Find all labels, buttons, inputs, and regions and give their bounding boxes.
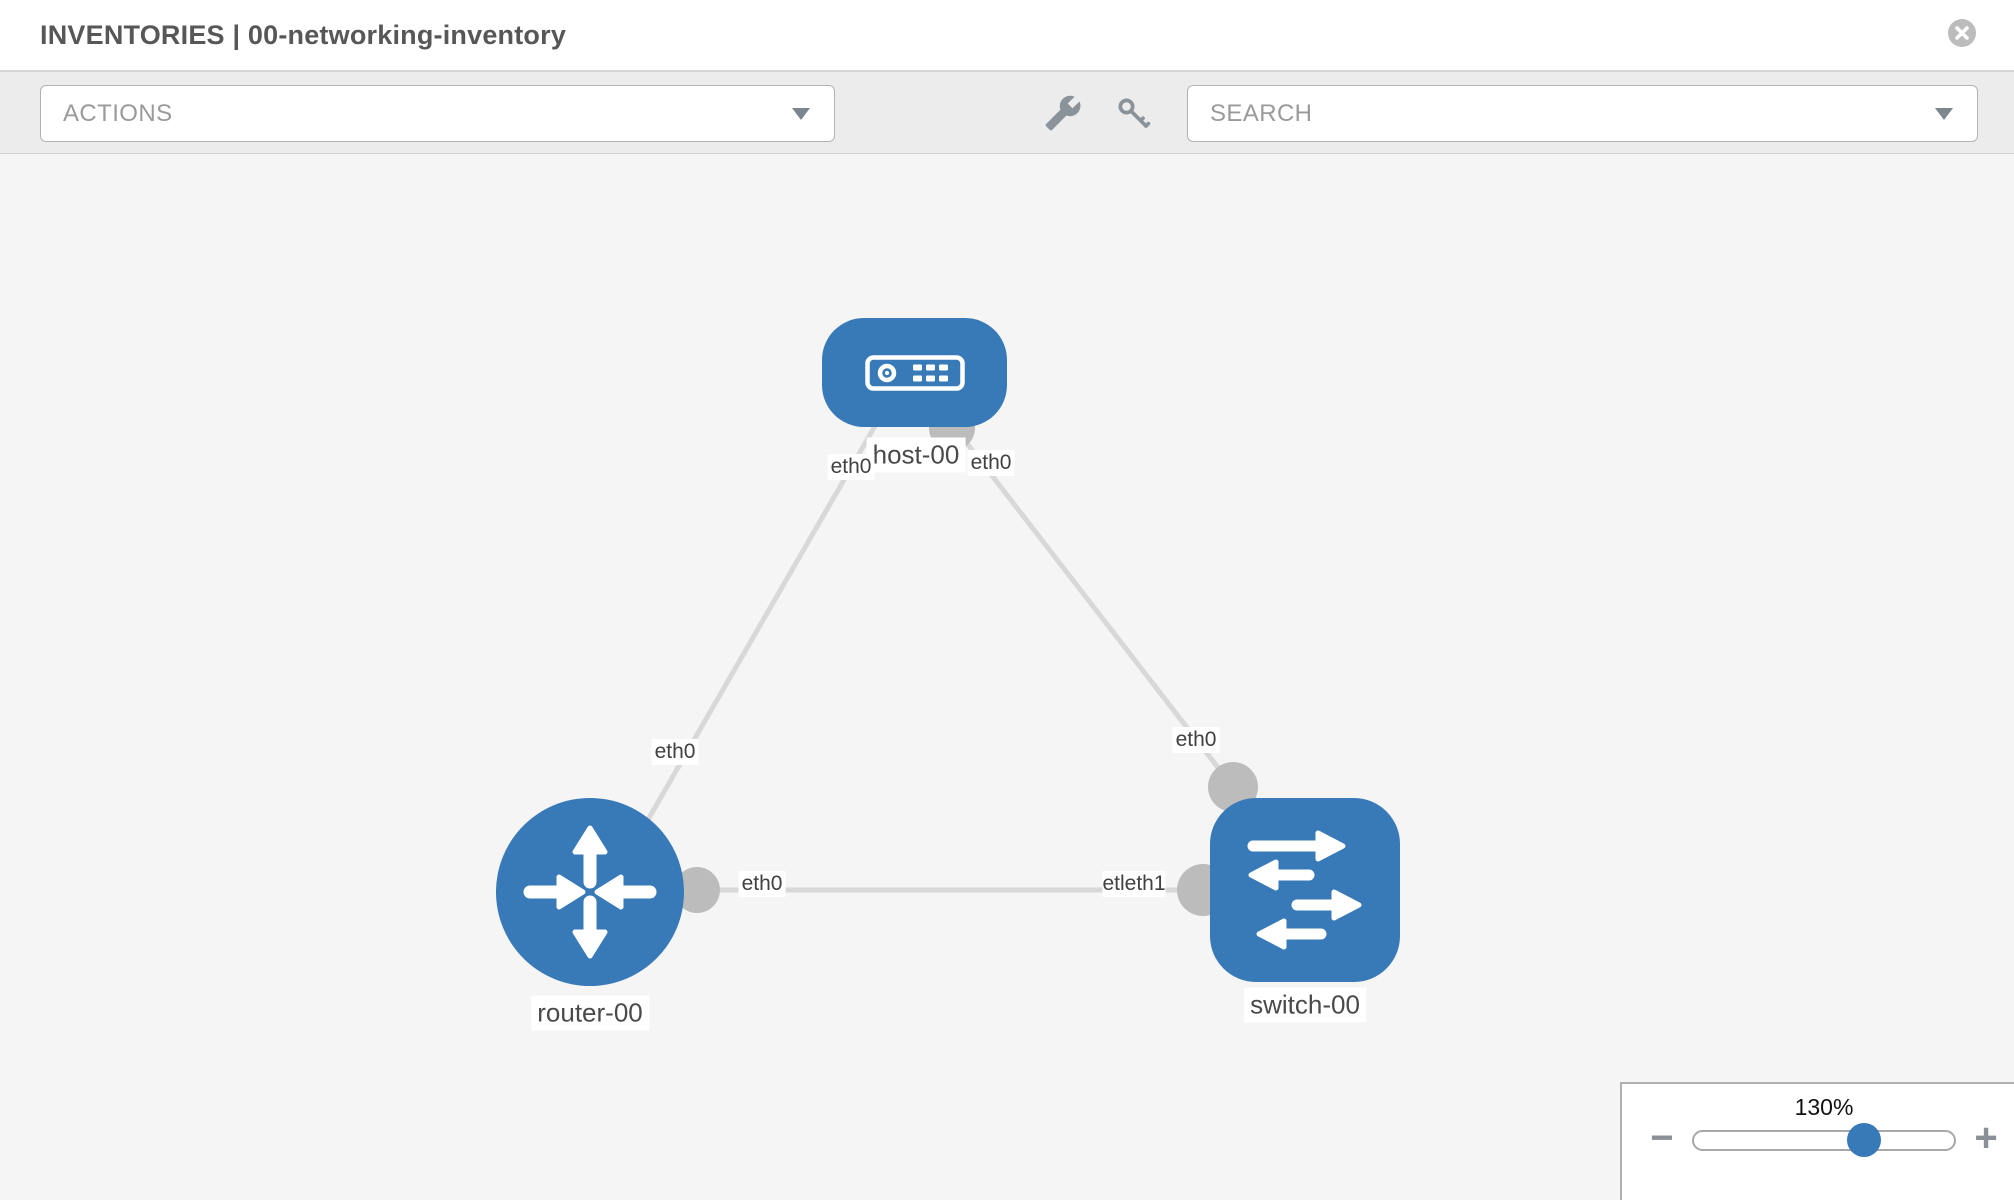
router-arrows-icon	[523, 825, 657, 959]
zoom-in-button[interactable]: +	[1974, 1116, 1998, 1160]
iface-label-router-to-switch: eth0	[738, 871, 786, 897]
iface-label-router-to-host: eth0	[651, 739, 699, 765]
host-device-icon	[864, 354, 965, 391]
node-switch-00[interactable]	[1210, 798, 1400, 982]
iface-label-host-to-switch: eth0	[967, 450, 1015, 476]
iface-label-switch-to-host: eth0	[1172, 727, 1220, 753]
close-button[interactable]	[1948, 19, 1976, 47]
header: INVENTORIES | 00-networking-inventory	[0, 0, 2014, 72]
toolbar: ACTIONS SEARCH	[0, 72, 2014, 154]
node-label-switch: switch-00	[1244, 987, 1366, 1023]
search-dropdown[interactable]: SEARCH	[1187, 85, 1978, 142]
zoom-slider-knob[interactable]	[1847, 1123, 1881, 1157]
link-host-router[interactable]	[601, 424, 878, 898]
switch-arrows-icon	[1247, 830, 1362, 950]
actions-dropdown[interactable]: ACTIONS	[40, 85, 835, 142]
close-icon	[1955, 26, 1969, 40]
key-icon[interactable]	[1116, 96, 1152, 132]
node-label-host: host-00	[866, 437, 966, 473]
zoom-level-value: 130%	[1794, 1094, 1854, 1120]
chevron-down-icon	[792, 107, 810, 120]
search-dropdown-label: SEARCH	[1210, 99, 1313, 127]
wrench-icon[interactable]	[1044, 94, 1082, 132]
node-label-router: router-00	[531, 995, 649, 1031]
page-title: INVENTORIES | 00-networking-inventory	[40, 20, 567, 50]
topology-links-layer	[601, 405, 1258, 916]
iface-label-switch-overlap-left: etl	[1102, 871, 1125, 897]
actions-dropdown-label: ACTIONS	[63, 99, 173, 127]
link-host-switch[interactable]	[950, 422, 1235, 789]
chevron-down-icon	[1935, 107, 1953, 120]
node-router-00[interactable]	[496, 798, 684, 986]
iface-label-host-to-router: eth0	[827, 454, 875, 480]
zoom-control-panel: 130% − +	[1620, 1082, 2014, 1200]
iface-label-switch-overlap-right: eth1	[1124, 871, 1166, 897]
topology-canvas[interactable]: host-00 router-00 switch-00 eth0 eth0 et…	[0, 154, 2014, 1200]
node-host-00[interactable]	[822, 318, 1007, 427]
iface-label-switch-overlap: etl eth1	[1102, 871, 1166, 897]
zoom-out-button[interactable]: −	[1650, 1116, 1674, 1160]
zoom-slider-track[interactable]	[1692, 1130, 1956, 1151]
port-stub-router	[674, 867, 720, 913]
